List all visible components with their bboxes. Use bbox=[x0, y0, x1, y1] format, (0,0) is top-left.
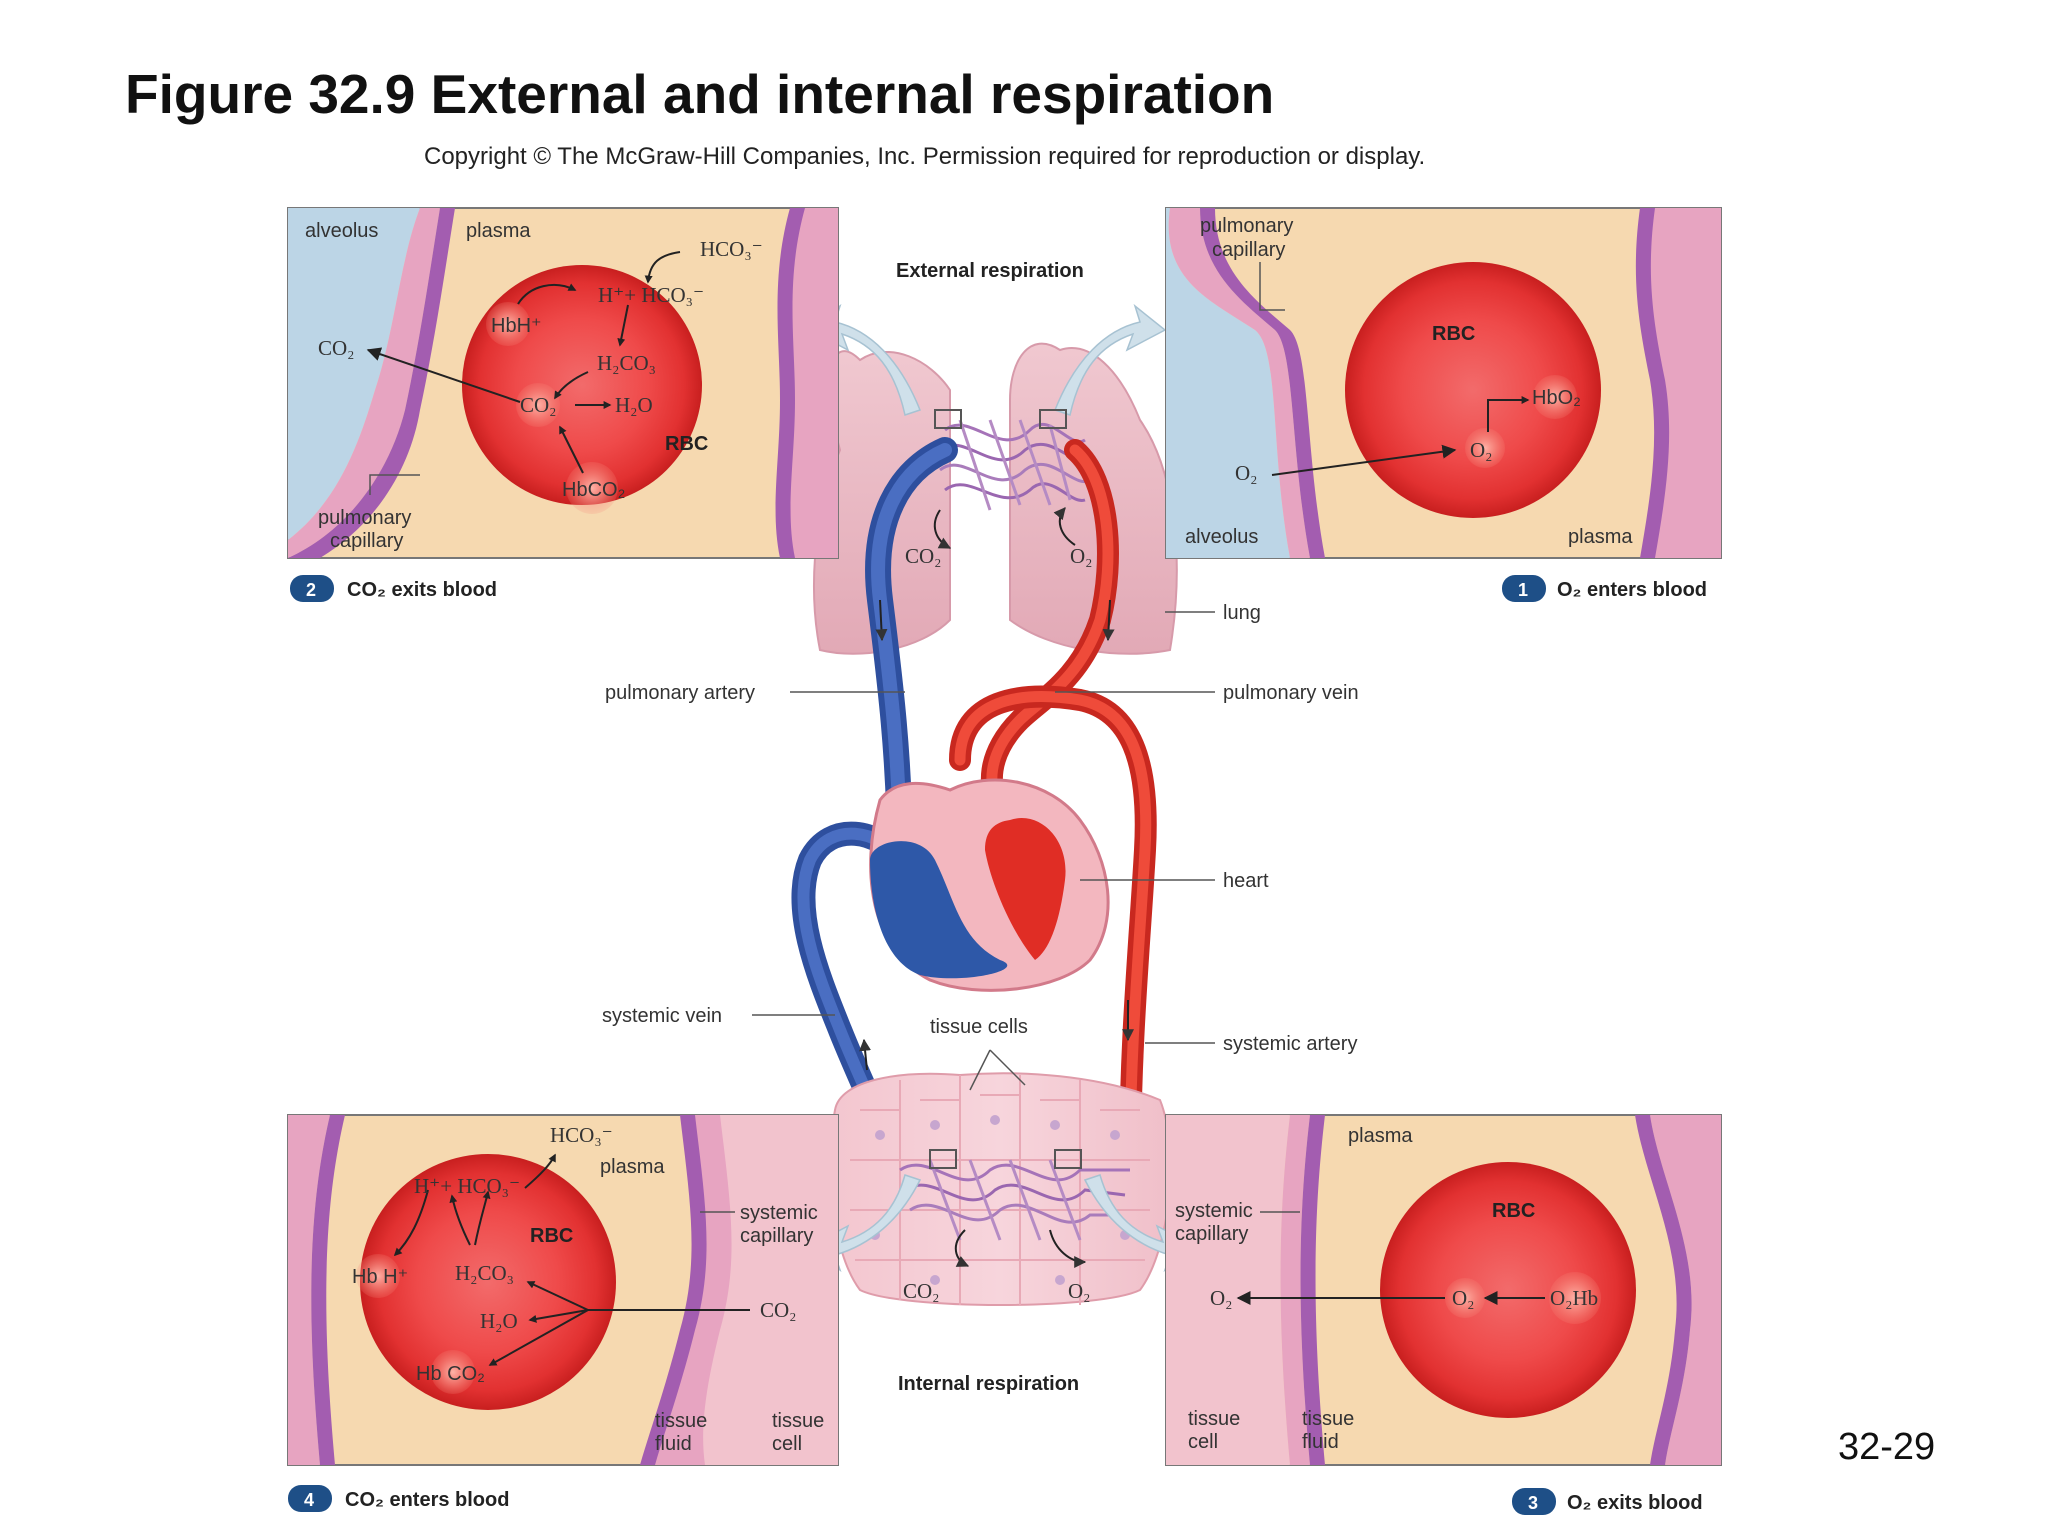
pulmonary-capillary-label-2: capillary bbox=[1212, 239, 1285, 261]
systemic-capillary-label-1: systemic bbox=[740, 1202, 818, 1224]
o2-tissue-label: O₂ bbox=[1068, 1279, 1091, 1303]
tissue-cells-label: tissue cells bbox=[930, 1016, 1028, 1038]
plasma-label: plasma bbox=[466, 220, 531, 242]
rbc-label: RBC bbox=[665, 433, 708, 455]
alveolus-label: alveolus bbox=[305, 220, 378, 242]
external-respiration-label: External respiration bbox=[896, 260, 1084, 282]
figure-title: Figure 32.9 External and internal respir… bbox=[125, 63, 1275, 125]
panel-4-badge: 4 bbox=[304, 1490, 314, 1510]
systemic-artery-label: systemic artery bbox=[1223, 1033, 1357, 1055]
systemic-vein-label: systemic vein bbox=[602, 1005, 722, 1027]
o2-lung-label: O₂ bbox=[1070, 544, 1093, 568]
panel-o2-enters-blood: pulmonary capillary RBC HbO₂ O₂ O₂ alveo… bbox=[1165, 207, 1722, 602]
o2-in-label: O₂ bbox=[1452, 1286, 1475, 1310]
copyright-notice: Copyright © The McGraw-Hill Companies, I… bbox=[424, 143, 1426, 170]
o2-out-label: O₂ bbox=[1210, 1286, 1233, 1310]
systemic-capillary-bed bbox=[899, 1149, 1130, 1241]
alveolus-label: alveolus bbox=[1185, 526, 1258, 548]
rbc-label: RBC bbox=[530, 1225, 573, 1247]
pulmonary-capillary-label-2: capillary bbox=[330, 530, 403, 552]
panel-1-caption: O₂ enters blood bbox=[1557, 579, 1707, 601]
systemic-capillary-label-1: systemic bbox=[1175, 1200, 1253, 1222]
co2-label: CO₂ bbox=[760, 1298, 797, 1322]
hco3-label: HCO₃⁻ bbox=[700, 237, 763, 261]
co2-out-label: CO₂ bbox=[318, 336, 355, 360]
slide-number: 32-29 bbox=[1838, 1426, 1936, 1468]
pulmonary-capillary-label-1: pulmonary bbox=[1200, 215, 1293, 237]
h-hco3-label: H⁺+ HCO₃⁻ bbox=[598, 283, 704, 307]
plasma-label: plasma bbox=[1568, 526, 1633, 548]
tissue-cell-label-1: tissue bbox=[1188, 1408, 1240, 1430]
panel-co2-exits-blood: alveolus plasma HCO₃⁻ H⁺+ HCO₃⁻ HbH⁺ H₂C… bbox=[287, 207, 839, 602]
tissue-fluid-label-2: fluid bbox=[1302, 1431, 1339, 1453]
tissue-cells bbox=[829, 1072, 1172, 1306]
tissue-fluid-label-1: tissue bbox=[655, 1410, 707, 1432]
pulmonary-vein-label: pulmonary vein bbox=[1223, 682, 1359, 704]
h2o-label: H₂O bbox=[480, 1309, 518, 1333]
o2-out-label: O₂ bbox=[1235, 461, 1258, 485]
tissue-cell-label-1: tissue bbox=[772, 1410, 824, 1432]
panel-1-badge: 1 bbox=[1518, 580, 1528, 600]
co2-lung-label: CO₂ bbox=[905, 544, 942, 568]
heart bbox=[869, 778, 1110, 992]
panel-o2-exits-blood: plasma RBC systemic capillary O₂ O₂ O₂Hb… bbox=[1165, 1114, 1722, 1515]
panel-4-caption: CO₂ enters blood bbox=[345, 1489, 509, 1511]
co2-in-label: CO₂ bbox=[520, 393, 557, 417]
internal-respiration-label: Internal respiration bbox=[898, 1373, 1079, 1395]
panel-2-caption: CO₂ exits blood bbox=[347, 579, 497, 601]
panel-3-badge: 3 bbox=[1528, 1493, 1538, 1513]
rbc-label: RBC bbox=[1432, 323, 1475, 345]
h2o-label: H₂O bbox=[615, 393, 653, 417]
panel-3-caption: O₂ exits blood bbox=[1567, 1492, 1703, 1514]
h-hco3-label: H⁺+ HCO₃⁻ bbox=[414, 1174, 520, 1198]
hbco2-label: HbCO₂ bbox=[562, 479, 625, 501]
lung-label: lung bbox=[1223, 602, 1261, 624]
plasma-label: plasma bbox=[1348, 1125, 1413, 1147]
tissue-fluid-label-1: tissue bbox=[1302, 1408, 1354, 1430]
panel-2-badge: 2 bbox=[306, 580, 316, 600]
leader-lines bbox=[752, 611, 1215, 1091]
systemic-capillary-label-2: capillary bbox=[1175, 1223, 1248, 1245]
tissue-fluid-label-2: fluid bbox=[655, 1433, 692, 1455]
o2hb-label: O₂Hb bbox=[1550, 1286, 1598, 1310]
tissue-cell-label-2: cell bbox=[1188, 1431, 1218, 1453]
co2-tissue-label: CO₂ bbox=[903, 1279, 940, 1303]
tissue-cell-label-2: cell bbox=[772, 1433, 802, 1455]
panel-co2-enters-blood: HCO₃⁻ plasma H⁺+ HCO₃⁻ RBC systemic capi… bbox=[287, 1114, 839, 1512]
systemic-capillary-label-2: capillary bbox=[740, 1225, 813, 1247]
heart-label: heart bbox=[1223, 870, 1269, 892]
oxygenated-vessels bbox=[949, 439, 1157, 1181]
pulmonary-artery-label: pulmonary artery bbox=[605, 682, 755, 704]
plasma-label: plasma bbox=[600, 1156, 665, 1178]
hbo2-label: HbO₂ bbox=[1532, 387, 1581, 409]
h2co3-label: H₂CO₃ bbox=[597, 351, 656, 375]
hbco2-label: Hb CO₂ bbox=[416, 1363, 485, 1385]
o2-in-label: O₂ bbox=[1470, 438, 1493, 462]
hbh-label: HbH⁺ bbox=[491, 315, 542, 337]
hbh-label: Hb H⁺ bbox=[352, 1266, 408, 1288]
hco3-label: HCO₃⁻ bbox=[550, 1123, 613, 1147]
h2co3-label: H₂CO₃ bbox=[455, 1261, 514, 1285]
rbc-label: RBC bbox=[1492, 1200, 1535, 1222]
pulmonary-capillary-label-1: pulmonary bbox=[318, 507, 411, 529]
